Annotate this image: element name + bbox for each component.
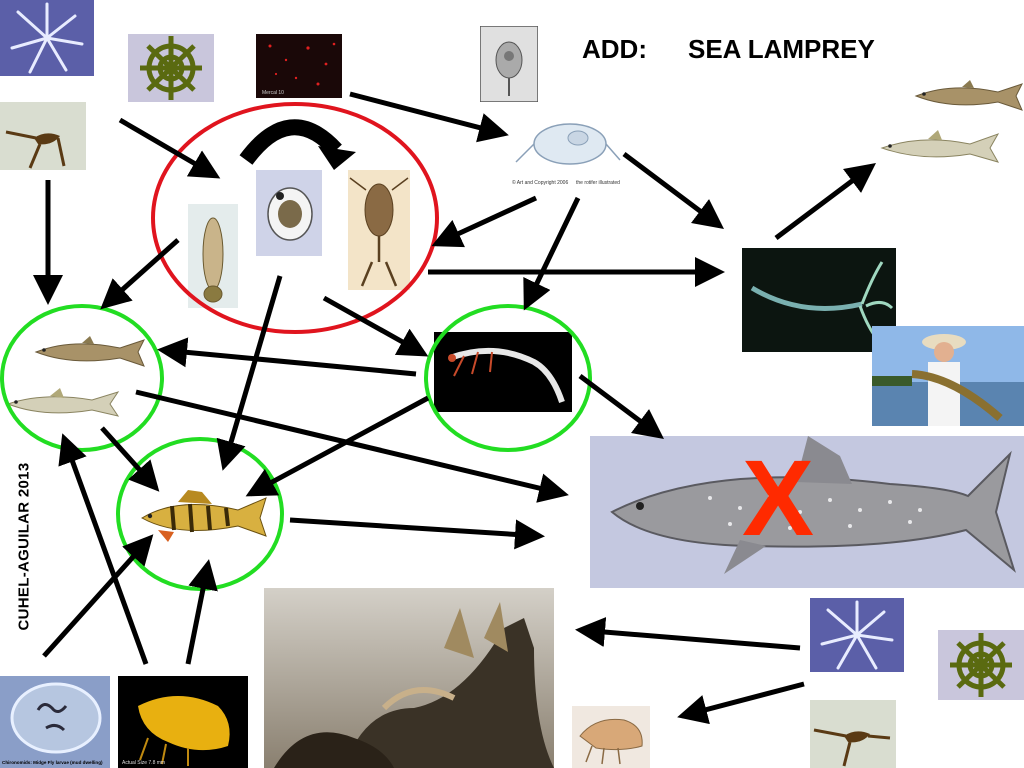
lake-trout-image — [590, 436, 1024, 588]
arrow-diatom-to-mussels — [575, 617, 801, 651]
rainbow-smelt-image — [912, 78, 1024, 114]
red-plankton-micrograph: Mercal 10 — [256, 34, 342, 98]
arrow-micrograph-to-rotifer — [349, 91, 509, 143]
arrow-mysis-to-fish — [157, 337, 417, 377]
arrow-fish-to-perch — [100, 426, 160, 492]
author-credit: CUHEL-AGUILAR 2013 — [15, 462, 33, 631]
asterionella-diatom-image — [0, 0, 94, 76]
add-label: ADD: — [582, 34, 647, 64]
mysis-orange-image: Actual Size 7.8 mm — [118, 676, 248, 768]
copepod-larva-image — [188, 204, 238, 308]
chironomid-larvae-image: Chironomids: Midge Fly larvae (mud dwell… — [0, 676, 110, 768]
zebra-mussels-photo — [264, 588, 554, 768]
arrow-ring-to-fish — [100, 238, 180, 310]
tabellaria-diatom-image — [128, 34, 214, 102]
arrow-mysis-to-perch — [245, 395, 430, 497]
mysis-shrimp-image — [434, 332, 572, 412]
rotifer-drawing: © Art and Copyright 2006 the rotifer ill… — [508, 108, 628, 188]
arrow-tabellaria-to-ring — [118, 117, 221, 179]
sea-lamprey-title: SEA LAMPREY — [688, 34, 875, 64]
arrow-ring-to-mysis — [322, 295, 429, 357]
asterionella-diatom-bottom-image — [810, 598, 904, 672]
tabellaria-diatom-bottom-image — [938, 630, 1024, 700]
removed-x-mark: X — [741, 437, 815, 558]
perch-ring — [116, 437, 284, 591]
sea-lamprey-image — [742, 248, 896, 352]
angler-walleye-photo — [872, 326, 1024, 426]
mysis-ring — [424, 304, 592, 452]
arrow-rotifer-to-lamprey — [622, 152, 724, 229]
curved-cycle-arrow — [239, 119, 342, 165]
arrow-ceratium-to-diporeia — [677, 681, 805, 725]
rotifer-photo — [480, 26, 538, 102]
prey-fish-ring — [0, 304, 164, 452]
ceratium-dinoflagellate-image — [0, 102, 86, 170]
arrow-rotifer-to-mysis — [523, 196, 581, 311]
rotifer-caption-right: the rotifer illustrated — [576, 180, 620, 186]
arrow-rotifer-to-ring — [431, 195, 538, 248]
midge-caption: Chironomids: Midge Fly larvae (mud dwell… — [2, 760, 103, 765]
arrow-midge-to-perch — [42, 534, 154, 658]
arrow-mysis-bottom-to-fish — [58, 433, 149, 665]
arrow-perch-to-trout — [289, 517, 545, 550]
arrow-ring-to-perch — [216, 275, 283, 471]
daphnia-image — [256, 170, 322, 256]
curved-cycle-arrowhead — [318, 146, 356, 170]
ceratium-dinoflagellate-bottom-image — [810, 700, 896, 768]
zooplankton-ring — [151, 102, 439, 334]
diporeia-amphipod-image — [572, 706, 650, 768]
copepod-image — [348, 170, 410, 290]
arrow-fish-to-trout — [135, 389, 569, 503]
arrow-mysis-to-trout — [578, 374, 664, 439]
rainbow-smelt-ring-image — [32, 334, 146, 370]
alewife-ring-image — [4, 386, 120, 422]
mysis-caption: Actual Size 7.8 mm — [122, 760, 166, 766]
arrow-mysis-bottom-to-perch — [185, 559, 218, 665]
arrow-lamprey-to-smelt — [774, 163, 876, 240]
rotifer-caption-left: © Art and Copyright 2006 — [512, 180, 569, 186]
alewife-image — [878, 128, 1002, 168]
micrograph-caption: Mercal 10 — [262, 90, 284, 96]
